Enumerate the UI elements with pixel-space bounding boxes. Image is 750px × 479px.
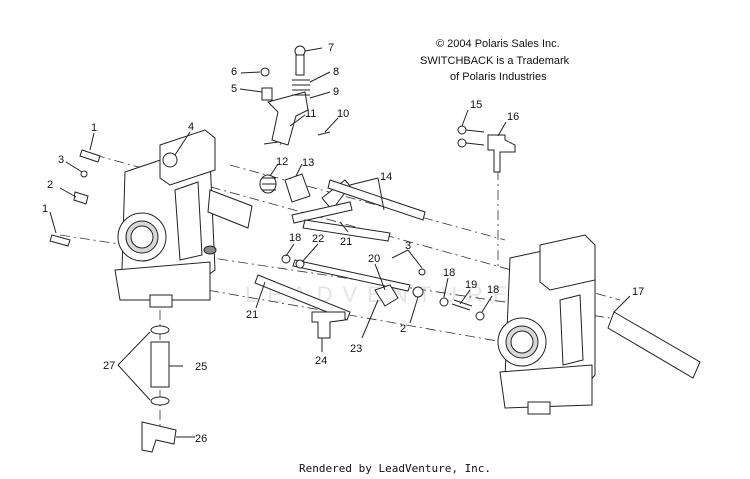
copyright-block: © 2004 Polaris Sales Inc. SWITCHBACK is … xyxy=(420,38,570,83)
callout-15: 15 xyxy=(470,99,482,111)
callout-13: 13 xyxy=(302,157,314,169)
callout-1-bottom: 1 xyxy=(42,203,48,215)
copyright-line-2: SWITCHBACK is a Trademark xyxy=(420,55,570,67)
callout-18-middle: 18 xyxy=(443,267,455,279)
callout-21-lower: 21 xyxy=(246,309,258,321)
callout-16: 16 xyxy=(507,111,519,123)
callout-25: 25 xyxy=(195,361,207,373)
callout-22: 22 xyxy=(312,233,324,245)
callout-leader-lines xyxy=(49,47,631,438)
left-screws xyxy=(49,149,101,247)
callout-numbers: 1 1 2 2 3 3 4 5 6 7 8 9 10 11 12 13 14 1… xyxy=(42,42,644,445)
callout-3-left: 3 xyxy=(58,154,64,166)
choke-cable-bracket xyxy=(457,125,516,173)
callout-27: 27 xyxy=(103,360,115,372)
callout-2-left: 2 xyxy=(47,179,53,191)
callout-23: 23 xyxy=(350,343,362,355)
callout-7: 7 xyxy=(328,42,334,54)
callout-4: 4 xyxy=(188,121,194,133)
callout-1-top: 1 xyxy=(91,122,97,134)
callout-26: 26 xyxy=(195,433,207,445)
left-carburetor xyxy=(114,129,253,308)
vent-tube-assembly xyxy=(141,325,177,453)
throttle-cable-bracket xyxy=(260,45,331,146)
callout-17: 17 xyxy=(632,286,644,298)
callout-12: 12 xyxy=(276,156,288,168)
callout-3-right: 3 xyxy=(405,240,411,252)
callout-20: 20 xyxy=(368,253,380,265)
callout-14: 14 xyxy=(380,171,392,183)
callout-9: 9 xyxy=(333,86,339,98)
callout-11: 11 xyxy=(305,108,316,120)
copyright-line-3: of Polaris Industries xyxy=(450,71,547,83)
callout-18-right: 18 xyxy=(487,284,499,296)
callout-5: 5 xyxy=(231,83,237,95)
callout-24: 24 xyxy=(315,355,327,367)
callout-18-left: 18 xyxy=(289,232,301,244)
callout-19: 19 xyxy=(465,279,477,291)
footer-credit: Rendered by LeadVenture, Inc. xyxy=(299,462,491,475)
copyright-line-1: © 2004 Polaris Sales Inc. xyxy=(436,38,560,50)
callout-2-right: 2 xyxy=(400,323,406,335)
callout-6: 6 xyxy=(231,66,237,78)
callout-21-upper: 21 xyxy=(340,236,352,248)
callout-10: 10 xyxy=(337,108,349,120)
right-carburetor xyxy=(497,234,701,415)
callout-8: 8 xyxy=(333,66,339,78)
